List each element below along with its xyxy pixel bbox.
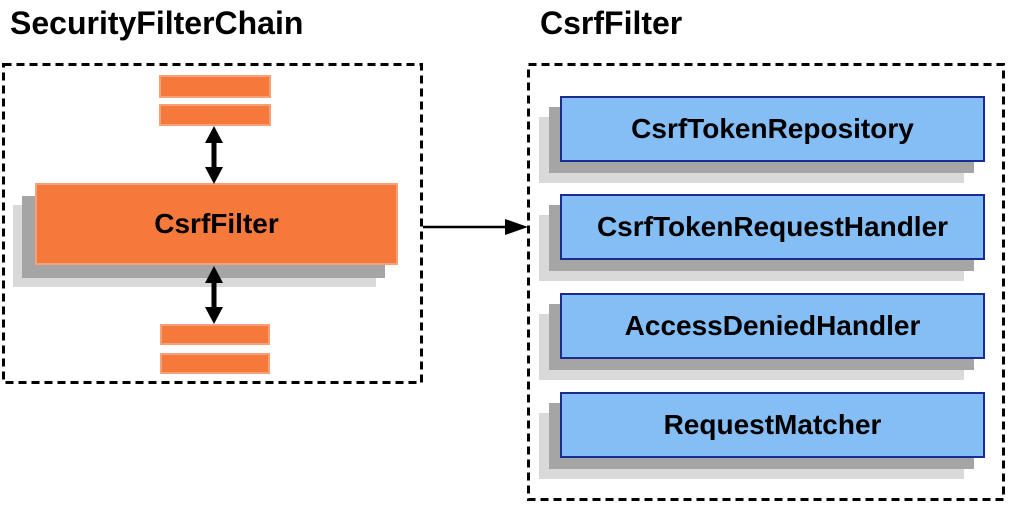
component-label: AccessDeniedHandler <box>624 310 921 341</box>
component-label: CsrfTokenRequestHandler <box>596 211 949 242</box>
component-box-csrf-token-repository: CsrfTokenRepository <box>560 96 985 162</box>
arrow-right-icon <box>423 219 528 235</box>
component-box-request-matcher: RequestMatcher <box>560 392 985 458</box>
security-filter-chain-title: SecurityFilterChain <box>10 5 304 41</box>
filter-placeholder-bar <box>160 324 270 345</box>
component-box-csrf-token-request-handler: CsrfTokenRequestHandler <box>560 194 985 260</box>
component-box-access-denied-handler: AccessDeniedHandler <box>560 293 985 359</box>
double-arrow-up-icon <box>205 126 223 184</box>
csrf-filter-title: CsrfFilter <box>540 5 683 41</box>
csrf-filter-node-label: CsrfFilter <box>154 208 279 239</box>
component-label: RequestMatcher <box>663 409 882 440</box>
csrf-filter-boundary <box>527 63 1005 501</box>
double-arrow-down-icon <box>205 266 223 324</box>
filter-placeholder-bar <box>159 75 271 98</box>
filter-placeholder-bar <box>160 353 270 374</box>
component-label: CsrfTokenRepository <box>631 113 914 144</box>
security-filter-chain-boundary <box>2 63 423 384</box>
csrf-filter-node: CsrfFilter <box>35 183 398 265</box>
filter-placeholder-bar <box>159 104 271 126</box>
